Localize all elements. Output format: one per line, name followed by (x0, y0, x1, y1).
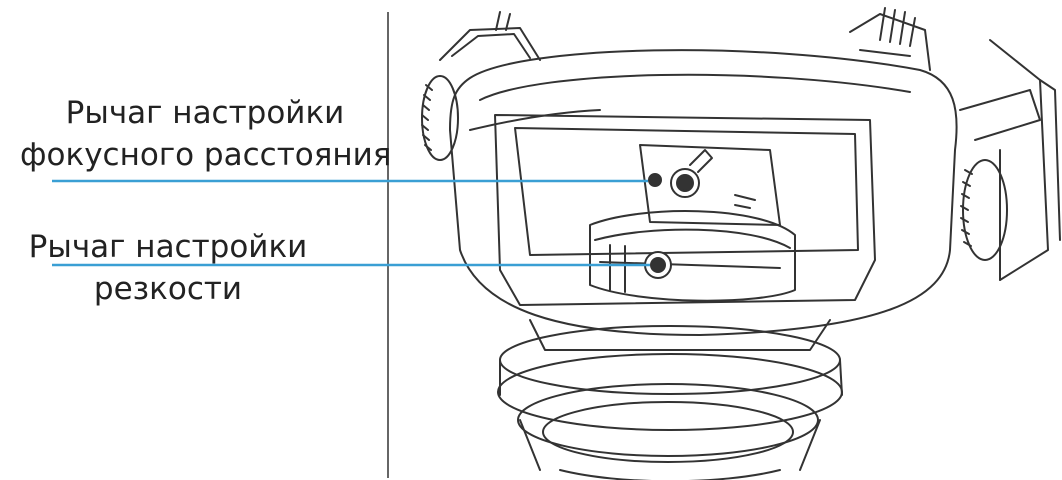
right-bracket (959, 39, 1061, 281)
right-knob (960, 159, 1008, 261)
label-focal-lever: Рычаг настройки фокусного расстояния (20, 92, 392, 176)
label-focal-line1: Рычаг настройки (65, 95, 345, 131)
left-knob (421, 75, 459, 161)
top-bracket-right (849, 7, 931, 71)
focal-lever-assembly (639, 144, 781, 226)
label-sharpness-line1: Рычаг настройки (28, 229, 308, 265)
label-sharpness-line2: резкости (93, 271, 243, 307)
label-sharpness-lever: Рычаг настройки резкости (18, 226, 318, 310)
sharpness-ring (589, 210, 796, 302)
label-focal-line2: фокусного расстояния (20, 137, 392, 173)
lens-barrel (497, 319, 843, 480)
top-bracket-left (439, 11, 541, 61)
inner-window (494, 114, 876, 306)
outer-housing (449, 49, 958, 336)
